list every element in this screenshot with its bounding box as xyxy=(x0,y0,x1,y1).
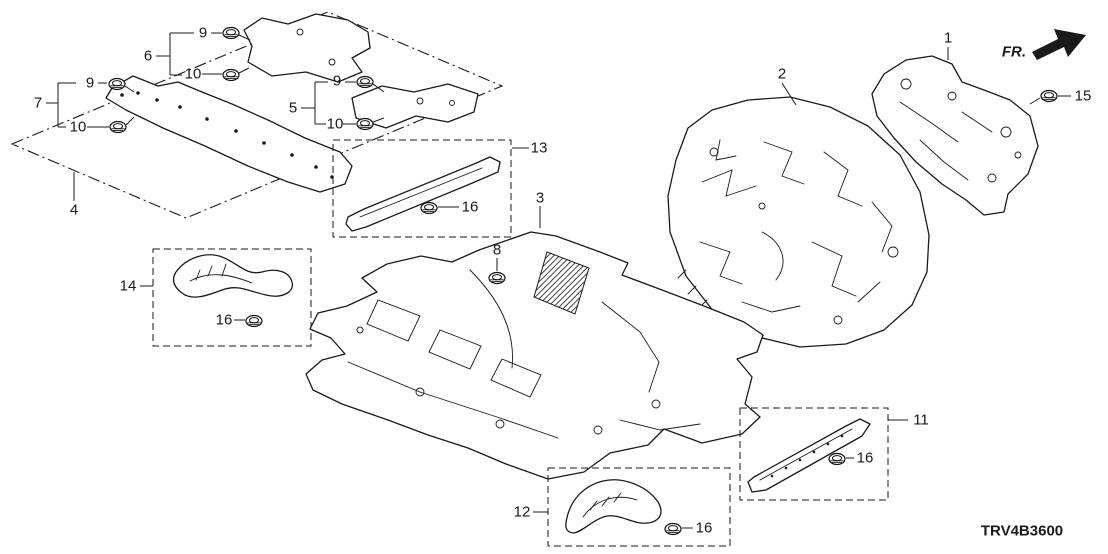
callout-14: 14 xyxy=(120,278,137,295)
part-4-trunk-floor-mat xyxy=(105,75,353,193)
carpet-details xyxy=(347,269,701,439)
carpet-hatched-pad xyxy=(533,251,590,315)
part-11-group xyxy=(739,407,889,501)
fr-direction: FR. xyxy=(1002,29,1086,61)
callout-16-a: 16 xyxy=(462,199,479,216)
fastener-clip-icon xyxy=(488,271,506,285)
leader-lines xyxy=(46,32,1071,529)
fastener-clip-icon xyxy=(356,117,374,131)
callout-12: 12 xyxy=(514,504,531,521)
callout-2: 2 xyxy=(778,66,786,83)
callout-16-d: 16 xyxy=(696,520,713,537)
part-6-floor-mat xyxy=(243,13,371,83)
callout-6: 6 xyxy=(144,48,152,65)
callout-5: 5 xyxy=(289,100,297,117)
fr-label: FR. xyxy=(1002,44,1026,61)
insulator-2-details xyxy=(677,139,899,325)
fastener-clip-icon xyxy=(664,522,682,536)
callout-9-c: 9 xyxy=(333,73,341,90)
callout-8: 8 xyxy=(493,242,501,259)
callout-15: 15 xyxy=(1075,88,1092,105)
diagram-code: TRV4B3600 xyxy=(981,523,1063,540)
insulator-1-details xyxy=(899,78,1022,183)
callout-9-a: 9 xyxy=(86,75,94,92)
trim-11-studs xyxy=(770,434,844,478)
part-1-dash-insulator-outer xyxy=(871,55,1039,216)
fastener-clip-icon xyxy=(828,452,846,466)
part-3-floor-carpet xyxy=(305,231,764,480)
part-13-group xyxy=(332,139,512,238)
part-12-group xyxy=(547,467,731,547)
callout-10-a: 10 xyxy=(70,119,87,136)
callout-11: 11 xyxy=(913,412,929,429)
fastener-clip-icon xyxy=(245,314,263,328)
assembly-4-boundary xyxy=(10,11,504,219)
part-5-floor-mat xyxy=(351,83,479,129)
fastener-clip-icon xyxy=(222,68,240,82)
callout-3: 3 xyxy=(536,190,544,207)
fastener-clip-icon xyxy=(108,77,126,91)
part-14-group xyxy=(152,248,312,347)
fastener-clip-icon xyxy=(356,75,374,89)
fastener-clip-icon xyxy=(420,201,438,215)
callout-10-b: 10 xyxy=(185,66,202,83)
callout-7: 7 xyxy=(34,95,42,112)
callout-13: 13 xyxy=(531,140,548,157)
callout-1: 1 xyxy=(944,30,952,47)
callout-16-b: 16 xyxy=(216,312,233,329)
callout-4: 4 xyxy=(70,202,78,219)
fastener-clip-icon xyxy=(1040,89,1058,103)
callouts: 7 9 10 6 9 10 5 9 10 4 13 16 3 8 14 16 2… xyxy=(34,25,1092,537)
part-2-dashboard-insulator xyxy=(667,96,930,348)
fr-arrow-icon xyxy=(1032,29,1086,60)
mat-stud-dots xyxy=(120,91,334,179)
fastener-clip-icon xyxy=(109,120,127,134)
fastener-clip-icon xyxy=(222,26,240,40)
callout-9-b: 9 xyxy=(199,25,207,42)
callout-16-c: 16 xyxy=(857,450,874,467)
callout-10-c: 10 xyxy=(327,116,344,133)
